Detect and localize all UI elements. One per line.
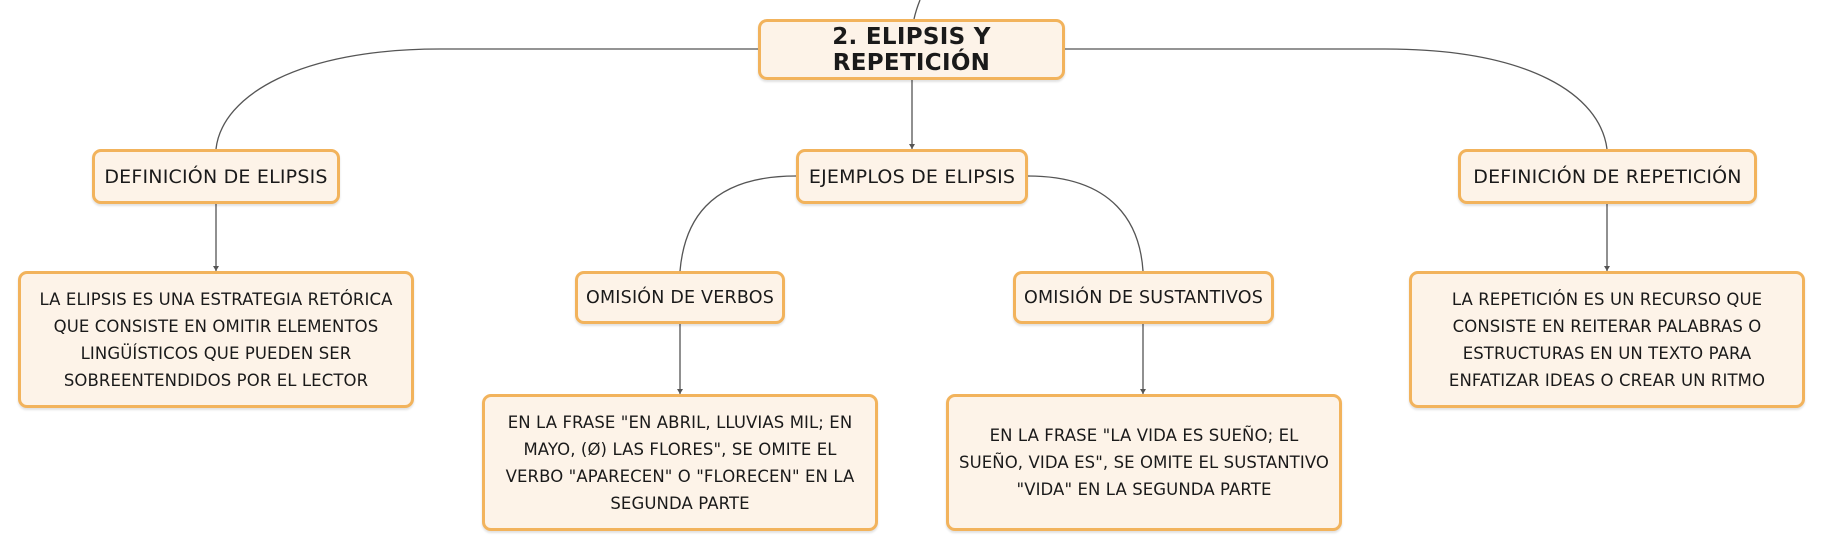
connector-ejemplos-to-sustantivos bbox=[1027, 175, 1144, 272]
definicion-elipsis-node[interactable]: DEFINICIÓN DE ELIPSIS bbox=[92, 149, 340, 204]
definicion-repeticion-label: DEFINICIÓN DE REPETICIÓN bbox=[1473, 165, 1742, 188]
arrowhead-definicion-repeticion-text bbox=[1604, 266, 1610, 271]
definicion-repeticion-text: LA REPETICIÓN ES UN RECURSO QUE CONSISTE… bbox=[1448, 289, 1766, 390]
omision-sustantivos-node[interactable]: OMISIÓN DE SUSTANTIVOS bbox=[1013, 271, 1274, 324]
omision-verbos-label: OMISIÓN DE VERBOS bbox=[586, 287, 774, 308]
ejemplos-elipsis-node[interactable]: EJEMPLOS DE ELIPSIS bbox=[796, 149, 1028, 204]
definicion-repeticion-text-node[interactable]: LA REPETICIÓN ES UN RECURSO QUE CONSISTE… bbox=[1409, 271, 1805, 408]
definicion-elipsis-text: LA ELIPSIS ES UNA ESTRATEGIA RETÓRICA QU… bbox=[39, 289, 393, 390]
omision-verbos-node[interactable]: OMISIÓN DE VERBOS bbox=[575, 271, 785, 324]
arrowhead-verbos-text bbox=[677, 389, 683, 394]
arrowhead-sustantivos-text bbox=[1140, 389, 1146, 394]
arrowhead-definicion-elipsis-text bbox=[213, 266, 219, 271]
omision-sustantivos-text: EN LA FRASE "LA VIDA ES SUEÑO; EL SUEÑO,… bbox=[959, 426, 1330, 499]
definicion-elipsis-text-node[interactable]: LA ELIPSIS ES UNA ESTRATEGIA RETÓRICA QU… bbox=[18, 271, 414, 408]
definicion-repeticion-node[interactable]: DEFINICIÓN DE REPETICIÓN bbox=[1458, 149, 1757, 204]
omision-verbos-text-node[interactable]: EN LA FRASE "EN ABRIL, LLUVIAS MIL; EN M… bbox=[482, 394, 878, 531]
ejemplos-elipsis-label: EJEMPLOS DE ELIPSIS bbox=[808, 165, 1016, 188]
arrowhead-ejemplos bbox=[909, 144, 915, 149]
root-node-label: 2. ELIPSIS Y REPETICIÓN bbox=[832, 23, 991, 76]
root-node[interactable]: 2. ELIPSIS Y REPETICIÓN bbox=[758, 19, 1065, 80]
connector-parent-to-root bbox=[913, 0, 921, 20]
omision-verbos-text: EN LA FRASE "EN ABRIL, LLUVIAS MIL; EN M… bbox=[505, 412, 855, 513]
definicion-elipsis-label: DEFINICIÓN DE ELIPSIS bbox=[104, 165, 328, 188]
omision-sustantivos-label: OMISIÓN DE SUSTANTIVOS bbox=[1023, 287, 1264, 308]
connector-root-to-definicion-elipsis bbox=[215, 48, 758, 150]
connector-root-to-definicion-repeticion bbox=[1065, 48, 1608, 150]
connector-ejemplos-to-verbos bbox=[679, 175, 797, 272]
omision-sustantivos-text-node[interactable]: EN LA FRASE "LA VIDA ES SUEÑO; EL SUEÑO,… bbox=[946, 394, 1342, 531]
